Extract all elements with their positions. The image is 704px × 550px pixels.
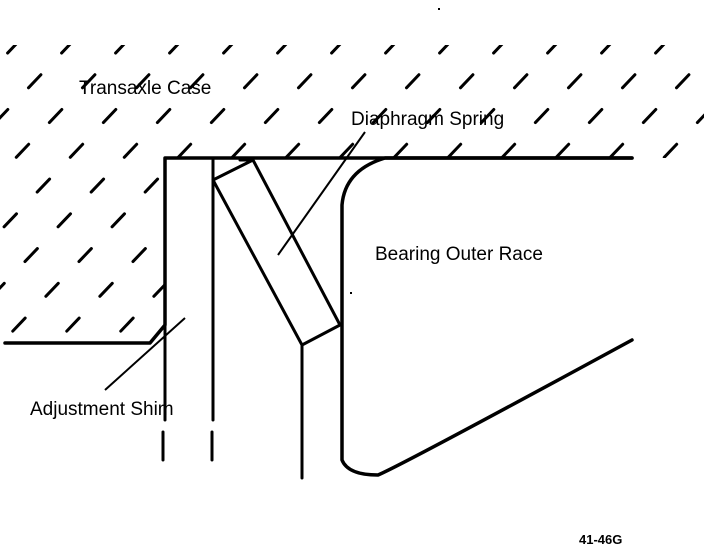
hatch-line	[0, 45, 238, 343]
hatch-line	[624, 45, 704, 343]
hatch-line	[0, 45, 22, 343]
figure-id: 41-46G	[579, 532, 622, 547]
leader-diaphragm-spring	[277, 131, 366, 256]
hatch-line	[0, 45, 346, 343]
hatch-line	[516, 45, 704, 343]
diaphragm-spring	[211, 158, 342, 347]
leader-adjustment-shim	[104, 317, 186, 391]
hatch-line	[0, 45, 76, 343]
label-adjustment-shim: Adjustment Shim	[30, 399, 174, 420]
label-transaxle-case: Transaxle Case	[79, 78, 211, 99]
scan-marks	[350, 8, 440, 294]
hatch-line	[0, 45, 130, 343]
leader-lines	[104, 131, 366, 391]
bearing-outer-race	[300, 156, 634, 480]
hatch-line	[0, 45, 292, 343]
label-bearing-outer-race: Bearing Outer Race	[375, 244, 543, 265]
adjustment-shim	[161, 156, 215, 462]
hatch-line	[0, 45, 184, 343]
hatch-line	[678, 45, 704, 343]
hatch-line	[570, 45, 704, 343]
label-diaphragm-spring: Diaphragm Spring	[351, 109, 504, 130]
